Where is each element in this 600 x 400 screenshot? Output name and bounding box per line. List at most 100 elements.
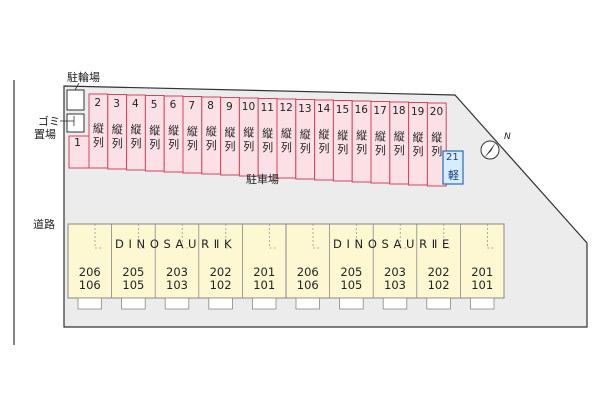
unit-number-lower: 105 — [122, 278, 145, 292]
unit-number-upper: 203 — [384, 265, 406, 279]
unit-balcony — [426, 297, 451, 310]
parking-space-number: 16 — [354, 104, 368, 116]
parking-space-note-line1: 縦 — [356, 129, 368, 142]
parking-space-number: 11 — [260, 101, 274, 114]
stair-notch — [443, 224, 450, 249]
parking-row — [88, 93, 447, 187]
parking-space-note-line1: 縦 — [280, 127, 292, 140]
parking-space-note-line2: 列 — [205, 139, 217, 152]
buildings — [67, 223, 505, 310]
parking-space-note-line2: 列 — [431, 145, 443, 158]
parking-space-note-line1: 縦 — [168, 124, 180, 137]
parking-space-note-line2: 列 — [168, 138, 180, 151]
unit-number-upper: 201 — [253, 265, 276, 279]
stair-notch — [356, 224, 363, 249]
stair-notch — [181, 224, 189, 249]
parking-space-number: 2 — [94, 97, 102, 109]
parking-space-note-line1: 縦 — [393, 130, 405, 143]
unit-number-lower: 101 — [471, 278, 494, 292]
parking-space-number: 18 — [392, 105, 406, 117]
unit-number-upper: 202 — [427, 265, 450, 279]
unit-number-lower: 101 — [253, 278, 276, 292]
parking-space-number: 8 — [207, 100, 214, 112]
parking-space-note-line1: 縦 — [374, 129, 386, 143]
unit-balcony — [121, 297, 146, 310]
parking-space-note-line1: 縦 — [111, 122, 123, 136]
parking-space-number: 13 — [298, 102, 312, 115]
light-car-space-note: 軽 — [448, 169, 459, 182]
parking-space-note-line1: 縦 — [262, 126, 274, 140]
parking-space-number: 7 — [188, 99, 196, 112]
unit-number-lower: 102 — [209, 278, 232, 292]
parking-space-number: 10 — [241, 101, 256, 113]
parking-space-note-line1: 縦 — [92, 122, 104, 135]
unit-number-lower: 102 — [427, 278, 450, 292]
parking-space-20 — [426, 102, 447, 187]
parking-space-note-line2: 列 — [374, 143, 386, 157]
road-label: 道路 — [33, 218, 55, 231]
parking-space-note-line1: 縦 — [205, 125, 217, 138]
parking-space-note-line2: 列 — [224, 139, 236, 153]
stair-notch — [94, 224, 102, 249]
parking-space-note-line2: 列 — [299, 141, 311, 155]
stair-notch — [225, 224, 232, 249]
bicycle-parking-leader — [74, 82, 80, 91]
parking-space-number: 17 — [373, 104, 387, 117]
unit-number-upper: 205 — [340, 265, 363, 279]
unit-number-lower: 106 — [78, 278, 101, 292]
parking-space-number: 5 — [150, 98, 158, 111]
parking-space-note-line2: 列 — [92, 136, 104, 149]
unit-balcony — [208, 297, 233, 310]
parking-space-number: 9 — [226, 100, 233, 113]
unit-number-upper: 206 — [78, 265, 101, 279]
parking-lot-label: 駐車場 — [246, 173, 279, 186]
parking-space-1-number: 1 — [74, 136, 81, 149]
parking-space-note-line1: 縦 — [299, 127, 311, 141]
north-arrow-icon — [480, 140, 500, 160]
light-car-space-21 — [442, 150, 464, 185]
stair-notch — [269, 224, 276, 249]
unit-balcony — [77, 297, 103, 310]
unit-number-upper: 203 — [166, 265, 188, 279]
parking-space-note-line1: 縦 — [130, 123, 142, 136]
parking-space-note-line2: 列 — [130, 137, 142, 150]
unit-number-upper: 202 — [209, 265, 232, 279]
unit-number-lower: 103 — [166, 278, 188, 292]
parking-space-number: 3 — [113, 97, 120, 110]
bicycle-parking-box — [66, 89, 85, 111]
parking-space-note-line1: 縦 — [224, 125, 236, 139]
parking-space-number: 14 — [317, 103, 331, 115]
garbage-label-line1: ゴミ — [38, 115, 60, 128]
parking-space-note-line1: 縦 — [318, 128, 330, 141]
unit-balcony — [295, 297, 321, 310]
parking-space-note-line1: 縦 — [431, 131, 443, 144]
parking-space-number: 12 — [279, 102, 293, 114]
stair-notch — [138, 224, 145, 249]
parking-space-note-line2: 列 — [280, 141, 292, 154]
unit-balcony — [164, 297, 190, 310]
parking-space-note-line2: 列 — [186, 138, 198, 152]
parking-space-note-line2: 列 — [356, 143, 368, 156]
parking-space-note-line2: 列 — [149, 137, 161, 151]
parking-space-note-line1: 縦 — [149, 123, 161, 137]
parking-space-note-line1: 縦 — [186, 124, 198, 138]
unit-number-lower: 103 — [384, 278, 406, 292]
parking-space-note-line2: 列 — [412, 144, 424, 158]
parking-space-number: 4 — [132, 98, 139, 110]
building-outline — [67, 223, 287, 299]
garbage-label-line2: 置場 — [34, 128, 56, 141]
unit-number-upper: 201 — [471, 265, 494, 279]
north-label: N — [504, 132, 511, 142]
unit-balcony — [382, 297, 408, 310]
parking-space-note-line1: 縦 — [412, 130, 424, 144]
building-name: D I N O S A U R Ⅱ K — [115, 237, 233, 251]
stair-notch — [487, 224, 494, 249]
stair-notch — [312, 224, 320, 249]
unit-number-lower: 105 — [340, 278, 363, 292]
unit-number-upper: 206 — [296, 265, 319, 279]
unit-number-upper: 205 — [122, 265, 145, 279]
parking-space-note-line1: 縦 — [337, 128, 349, 142]
parking-space-note-line2: 列 — [243, 140, 255, 153]
garbage-box — [66, 113, 85, 133]
